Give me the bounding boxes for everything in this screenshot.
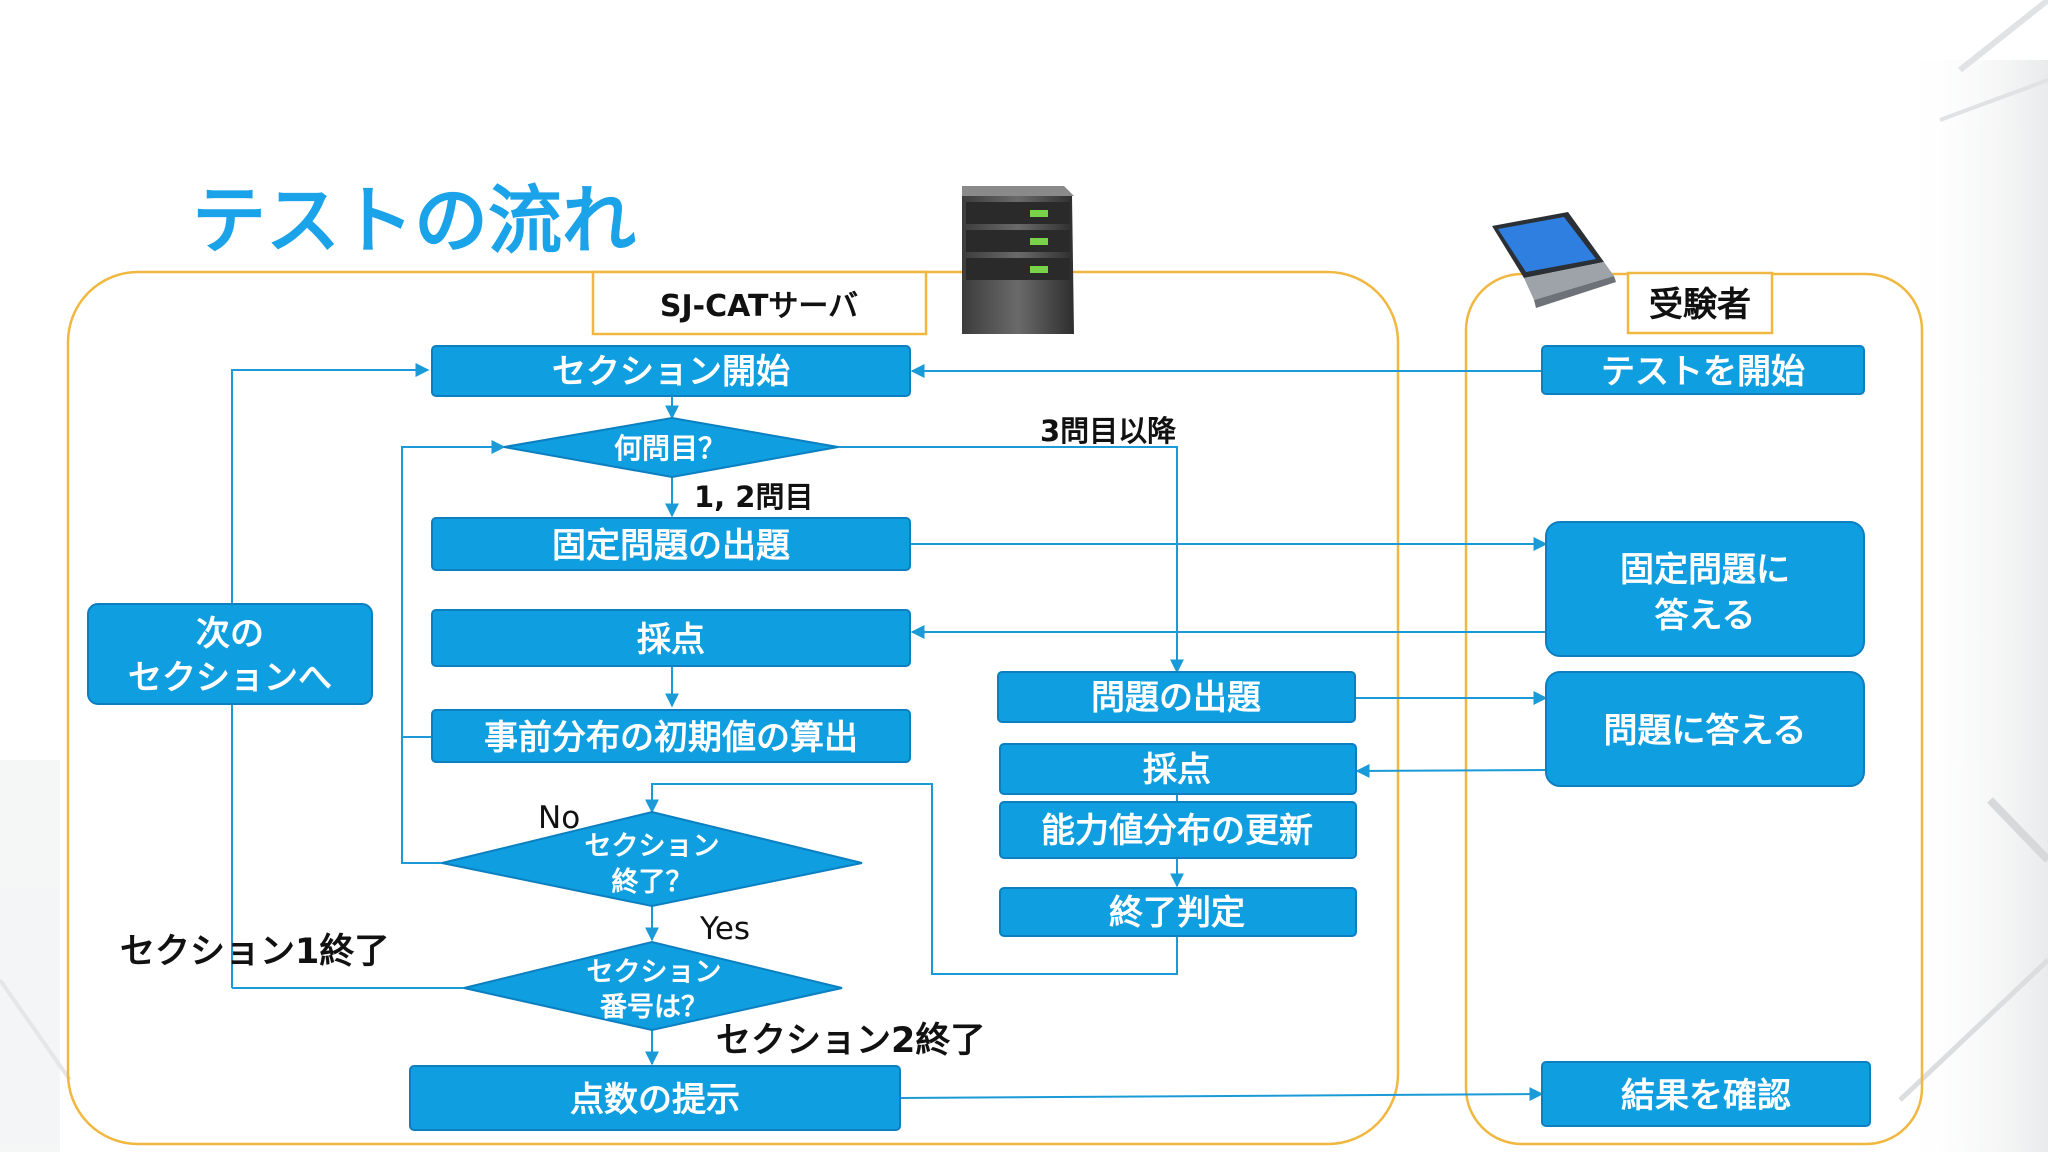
section-number-label-1: セクション <box>587 957 722 988</box>
server-label: SJ-CATサーバ <box>660 289 858 324</box>
check-result-label: 結果を確認 <box>1621 1076 1791 1116</box>
prior-calc-label: 事前分布の初期値の算出 <box>484 718 858 758</box>
section-end-label-1: セクション <box>585 831 720 862</box>
section-end-diamond: セクション 終了？ <box>441 810 863 908</box>
section-start-label: セクション開始 <box>552 352 790 392</box>
section-start-box: セクション開始 <box>431 345 911 397</box>
present-question-label: 問題の出題 <box>1091 678 1261 718</box>
section-number-diamond: セクション 番号は？ <box>463 940 843 1032</box>
section1-end-label: セクション1終了 <box>120 932 389 972</box>
answer-question-label: 問題に答える <box>1604 711 1807 751</box>
yes-label: Yes <box>699 911 750 947</box>
section2-end-label: セクション2終了 <box>716 1021 985 1061</box>
which-question-diamond: 何問目？ <box>503 416 839 479</box>
end-judgement-label: 終了判定 <box>1109 893 1245 933</box>
scoring-label-1: 採点 <box>637 620 705 660</box>
start-test-label: テストを開始 <box>1601 352 1805 392</box>
server-icon <box>962 186 1074 334</box>
end-judgement-box: 終了判定 <box>999 887 1357 937</box>
page-title: テストの流れ <box>192 178 636 264</box>
server-label-box <box>591 270 928 336</box>
next-section-label-2: セクションへ <box>128 658 332 698</box>
present-question-box: 問題の出題 <box>997 671 1356 723</box>
examinee-label-box <box>1626 271 1774 335</box>
score-present-box: 点数の提示 <box>409 1065 901 1131</box>
next-section-label-1: 次の <box>196 614 264 654</box>
q12-label: 1, 2問目 <box>694 480 813 514</box>
answer-fixed-label-2: 答える <box>1655 596 1756 636</box>
ability-update-box: 能力値分布の更新 <box>999 801 1357 859</box>
connectors <box>231 363 1548 1102</box>
scoring-label-2: 採点 <box>1143 750 1211 790</box>
fixed-question-label: 固定問題の出題 <box>552 526 790 566</box>
ability-update-label: 能力値分布の更新 <box>1041 811 1313 851</box>
start-test-box: テストを開始 <box>1541 345 1865 395</box>
which-question-label: 何問目？ <box>614 432 726 465</box>
prior-calc-box: 事前分布の初期値の算出 <box>431 709 911 763</box>
fixed-question-box: 固定問題の出題 <box>431 517 911 571</box>
section-end-label-2: 終了？ <box>612 866 693 898</box>
q3-onward-label: 3問目以降 <box>1040 414 1177 448</box>
laptop-icon <box>1492 212 1616 308</box>
answer-question-box: 問題に答える <box>1545 671 1865 787</box>
check-result-box: 結果を確認 <box>1541 1061 1871 1127</box>
next-section-box: 次の セクションへ <box>87 603 373 705</box>
score-present-label: 点数の提示 <box>570 1080 740 1120</box>
answer-fixed-label-1: 固定問題に <box>1620 550 1790 590</box>
examinee-label: 受験者 <box>1649 285 1751 325</box>
scoring-box-1: 採点 <box>431 609 911 667</box>
scoring-box-2: 採点 <box>999 743 1357 795</box>
answer-fixed-box: 固定問題に 答える <box>1545 521 1865 657</box>
section-number-label-2: 番号は？ <box>600 992 708 1023</box>
no-label: No <box>538 800 580 836</box>
